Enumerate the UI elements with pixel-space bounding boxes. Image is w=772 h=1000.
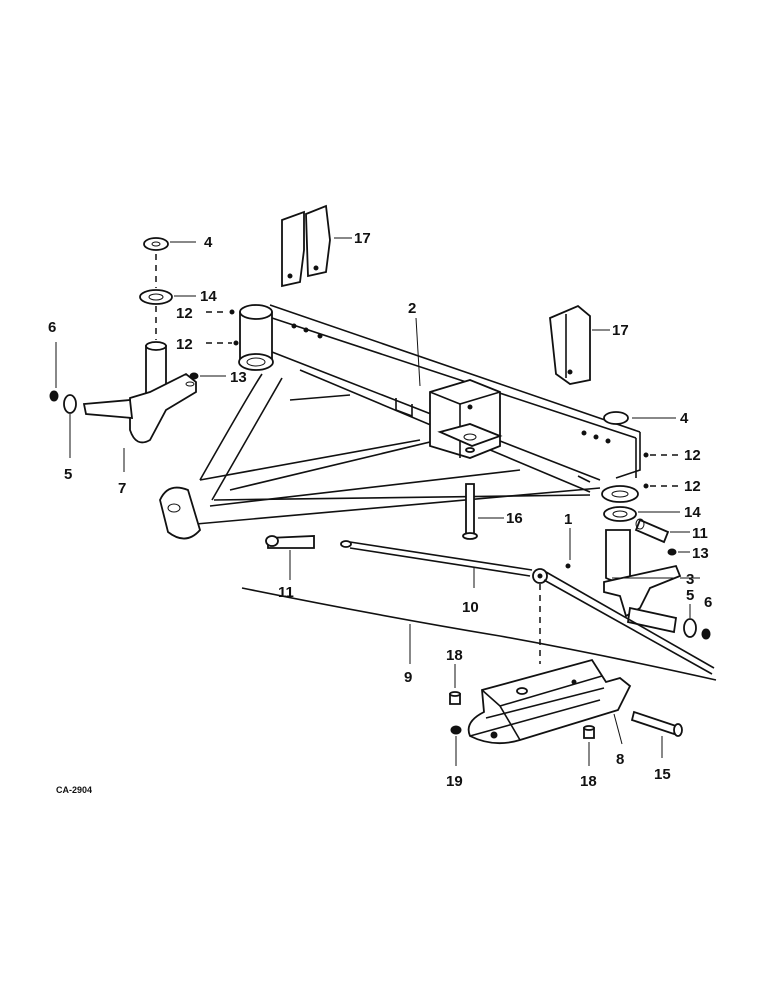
label-4-left: 4	[204, 234, 213, 251]
label-5-right: 5	[686, 587, 694, 604]
part-labels: 4 14 12 12 13 6 5 7 17 2 17 4 12 12 14 1…	[48, 230, 712, 795]
label-13-right: 13	[692, 545, 709, 562]
label-7: 7	[118, 480, 126, 497]
label-8: 8	[616, 751, 624, 768]
label-12-left-a: 12	[176, 305, 193, 322]
label-18-right: 18	[580, 773, 597, 790]
label-13-left: 13	[230, 369, 247, 386]
label-14-left: 14	[200, 288, 217, 305]
label-11-left: 11	[278, 584, 294, 601]
leader-9	[241, 587, 717, 681]
label-6-right: 6	[704, 594, 712, 611]
bolt-15	[630, 710, 683, 758]
label-11-right: 11	[692, 525, 708, 542]
label-12-right-b: 12	[684, 478, 701, 495]
bushings	[449, 664, 595, 766]
drawing-code: CA-2904	[56, 785, 92, 795]
label-12-left-b: 12	[176, 336, 193, 353]
label-1: 1	[564, 511, 572, 528]
plate-17-right	[549, 304, 610, 385]
leader-lines	[415, 317, 676, 579]
tie-rod-end-left	[265, 535, 315, 580]
plate-17-left	[281, 204, 352, 288]
bolt-16	[462, 447, 504, 540]
label-2: 2	[408, 300, 416, 317]
label-4-right: 4	[680, 410, 689, 427]
label-9: 9	[404, 669, 412, 686]
label-17-left: 17	[354, 230, 371, 247]
front-axle-beam	[159, 304, 641, 540]
label-12-right-a: 12	[684, 447, 701, 464]
label-18-left: 18	[446, 647, 463, 664]
label-14-right: 14	[684, 504, 701, 521]
label-15: 15	[654, 766, 671, 783]
label-10: 10	[462, 599, 479, 616]
label-16: 16	[506, 510, 523, 527]
left-spindle-assembly	[49, 237, 239, 472]
tie-rod-assembly	[340, 528, 715, 675]
label-17-right: 17	[612, 322, 629, 339]
pivot-bracket	[467, 658, 632, 745]
label-3: 3	[686, 571, 694, 588]
label-5-left: 5	[64, 466, 72, 483]
label-19: 19	[446, 773, 463, 790]
label-6-left: 6	[48, 319, 56, 336]
